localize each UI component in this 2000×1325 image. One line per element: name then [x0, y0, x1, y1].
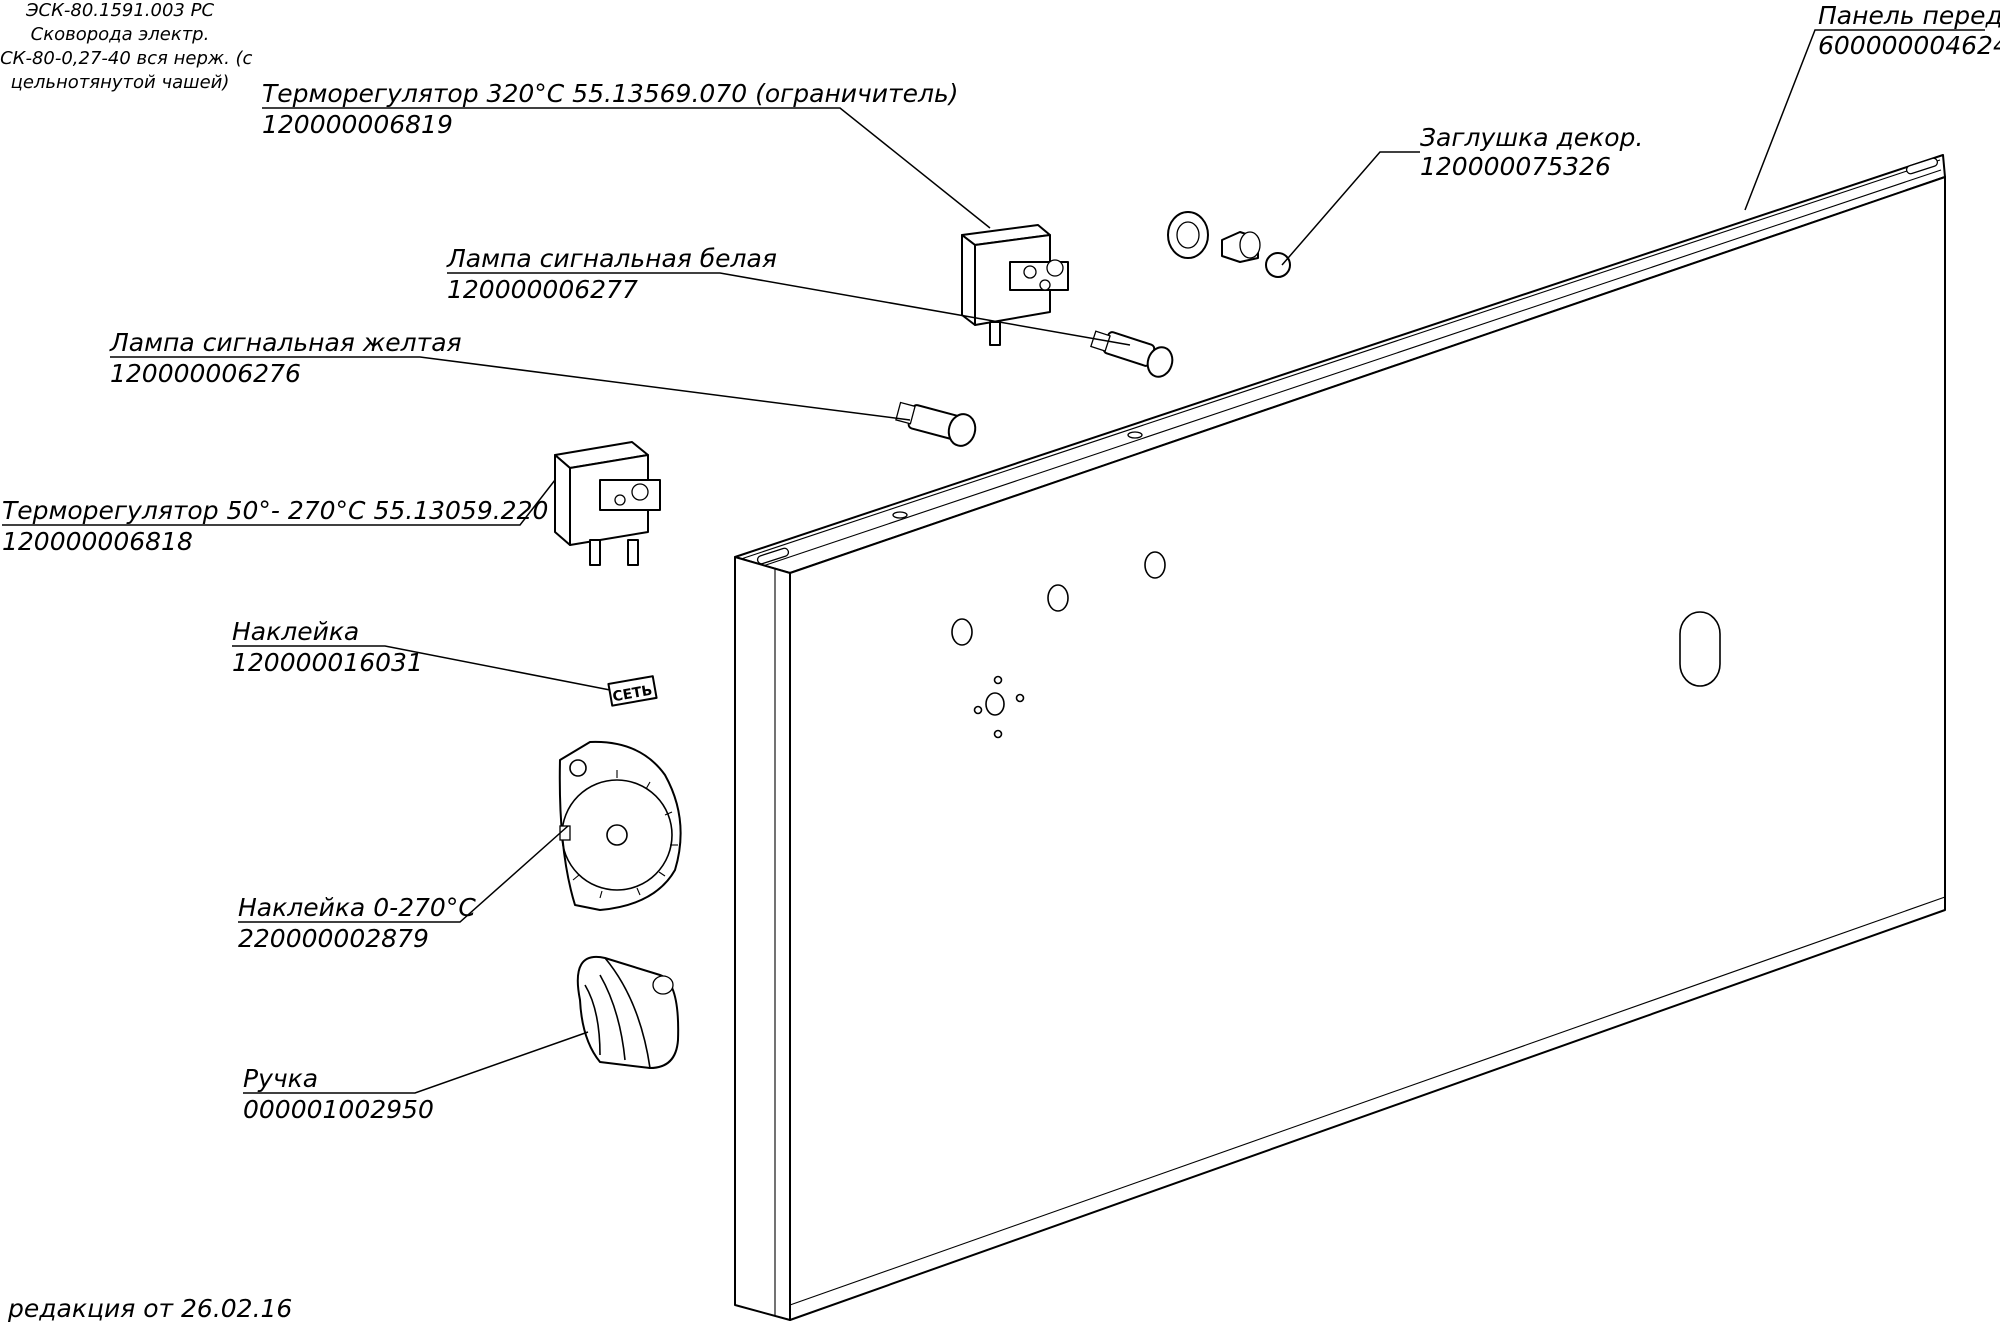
callout-front-panel-code: 600000004624: [1818, 31, 2000, 60]
thermostat-320-drawing: [961, 224, 1069, 346]
thermostat-270-drawing: [554, 441, 661, 566]
callout-thermostat-270-code: 120000006818: [2, 527, 193, 556]
callout-decor-plug: Заглушка декор. 120000075326: [1420, 123, 1643, 181]
leader-lines: [2, 29, 1985, 1094]
header-doc-number: ЭСК-80.1591.003 РС: [25, 0, 215, 21]
callout-front-panel-name: Панель передняя: [1818, 1, 2000, 30]
panel-front-face: [789, 176, 1946, 1321]
callout-thermostat-320-name: Терморегулятор 320°С 55.13569.070 (огран…: [262, 79, 958, 108]
header-model: ЭСК-80-0,27-40 вся нерж. (с: [0, 48, 253, 69]
callout-sticker-code: 120000016031: [232, 648, 423, 677]
callout-dial-sticker-code: 220000002879: [238, 924, 429, 953]
callout-knob: Ручка 000001002950: [243, 1064, 434, 1124]
knob-drawing: [576, 955, 680, 1069]
callout-yellow-lamp-code: 120000006276: [110, 359, 301, 388]
front-panel-drawing: [734, 154, 1946, 1321]
callout-knob-code: 000001002950: [243, 1095, 434, 1124]
callout-sticker-name: Наклейка: [232, 617, 359, 646]
callout-thermostat-270: Терморегулятор 50°- 270°С 55.13059.220 1…: [2, 496, 548, 556]
white-lamp-drawing: [1090, 330, 1174, 378]
dial-sticker-drawing: [558, 740, 682, 911]
yellow-lamp-drawing: [895, 401, 977, 447]
callout-white-lamp: Лампа сигнальная белая 120000006277: [446, 244, 777, 304]
callout-yellow-lamp: Лампа сигнальная желтая 120000006276: [109, 328, 462, 388]
callout-knob-name: Ручка: [243, 1064, 318, 1093]
callout-decor-plug-code: 120000075326: [1420, 152, 1611, 181]
callout-yellow-lamp-name: Лампа сигнальная желтая: [109, 328, 462, 357]
callout-white-lamp-code: 120000006277: [447, 275, 638, 304]
panel-left-edge: [734, 556, 791, 1321]
sticker-label: СЕТЬ: [611, 683, 653, 706]
sticker-set-drawing: СЕТЬ: [607, 675, 658, 707]
callout-thermostat-270-name: Терморегулятор 50°- 270°С 55.13059.220: [2, 496, 548, 525]
revision-note: редакция от 26.02.16: [7, 1294, 292, 1323]
callout-thermostat-320-code: 120000006819: [262, 110, 453, 139]
callout-front-panel: Панель передняя 600000004624: [1818, 1, 2000, 60]
callout-dial-sticker: Наклейка 0-270°С 220000002879: [238, 893, 476, 953]
callout-thermostat-320: Терморегулятор 320°С 55.13569.070 (огран…: [262, 79, 958, 139]
callout-dial-sticker-name: Наклейка 0-270°С: [238, 893, 476, 922]
document-header: ЭСК-80.1591.003 РС Сковорода электр. ЭСК…: [0, 0, 253, 93]
callout-sticker: Наклейка 120000016031: [232, 617, 423, 677]
header-model-note: цельнотянутой чашей): [11, 72, 230, 93]
header-product: Сковорода электр.: [31, 24, 210, 45]
callout-white-lamp-name: Лампа сигнальная белая: [446, 244, 777, 273]
decor-plug-drawing: [1167, 211, 1291, 278]
callout-decor-plug-name: Заглушка декор.: [1420, 123, 1643, 152]
